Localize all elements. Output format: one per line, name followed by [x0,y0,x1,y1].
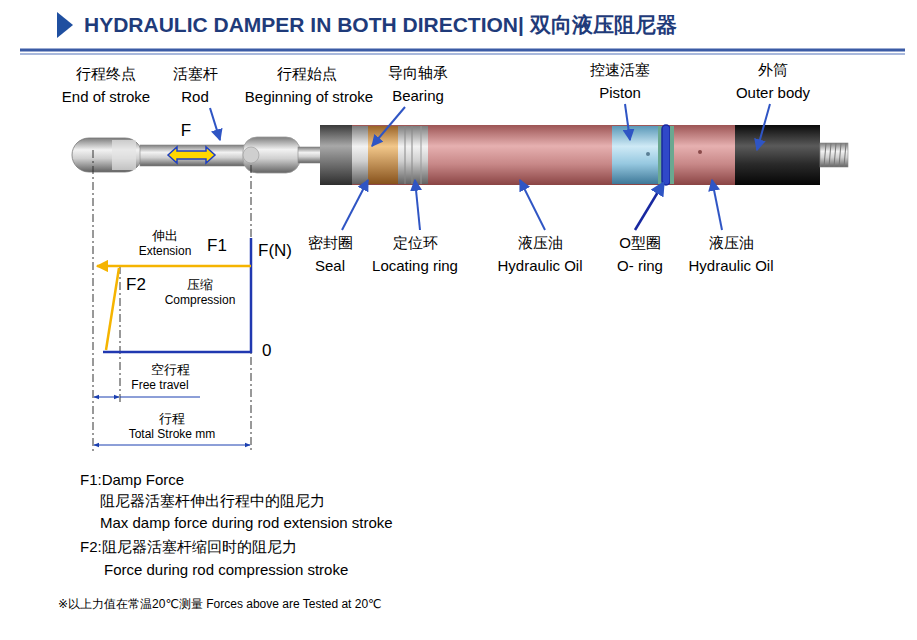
note-text: Max damp force during rod extension stro… [100,514,393,531]
outer-body [320,125,848,185]
dimension-label: 行程 [159,412,185,427]
graph-label: Compression [165,294,236,308]
part-label: Beginning of stroke [245,88,373,105]
part-label: Outer body [736,84,810,101]
piston-rod [72,137,322,173]
leader-lines [210,104,770,230]
part-label: 定位环 [393,234,438,251]
graph-label: Extension [139,245,192,259]
dimension-lines [94,397,250,445]
axis-label: F(N) [258,241,292,261]
part-label: 导向轴承 [388,64,448,81]
force-graph [97,238,252,353]
page-title: HYDRAULIC DAMPER IN BOTH DIRECTION| 双向液压… [84,13,677,37]
note-text: Force during rod compression stroke [104,561,348,578]
force-symbol: F1 [207,236,227,256]
title-rule [20,49,905,52]
note-text: 阻尼器活塞杆伸出行程中的阻尼力 [100,492,325,509]
part-label: Bearing [392,87,444,104]
part-label: Hydraulic Oil [688,257,773,274]
part-label: 外筒 [758,61,788,78]
footnote: ※以上力值在常温20℃测量 Forces above are Tested at… [58,598,382,612]
part-label: 液压油 [518,234,563,251]
note-text: F2:阻尼器活塞杆缩回时的阻尼力 [80,538,297,555]
part-label: Locating ring [372,257,458,274]
part-label: Seal [315,257,345,274]
part-label: Hydraulic Oil [497,257,582,274]
part-label: Rod [181,88,209,105]
dimension-label: Total Stroke mm [129,428,216,442]
graph-label: 伸出 [152,229,178,244]
part-label: O- ring [617,257,663,274]
part-label: 液压油 [709,234,754,251]
axis-label: 0 [262,341,271,361]
force-symbol: F2 [126,275,146,295]
note-text: F1:Damp Force [80,471,184,488]
part-label: 密封圈 [308,234,353,251]
part-label: End of stroke [62,88,150,105]
part-label: Piston [599,84,641,101]
graph-label: 压缩 [187,278,213,293]
stroke-limit-lines [93,150,251,452]
part-label: 活塞杆 [173,65,218,82]
part-label: 行程终点 [76,65,136,82]
part-label: 行程始点 [277,65,337,82]
force-symbol: F [181,121,191,141]
dimension-label: Free travel [131,379,188,393]
dimension-label: 空行程 [151,363,190,378]
part-label: O型圈 [619,234,661,251]
part-label: 控速活塞 [590,61,650,78]
force-arrow [168,147,215,163]
title-rule [20,53,905,55]
title-marker [57,12,73,38]
